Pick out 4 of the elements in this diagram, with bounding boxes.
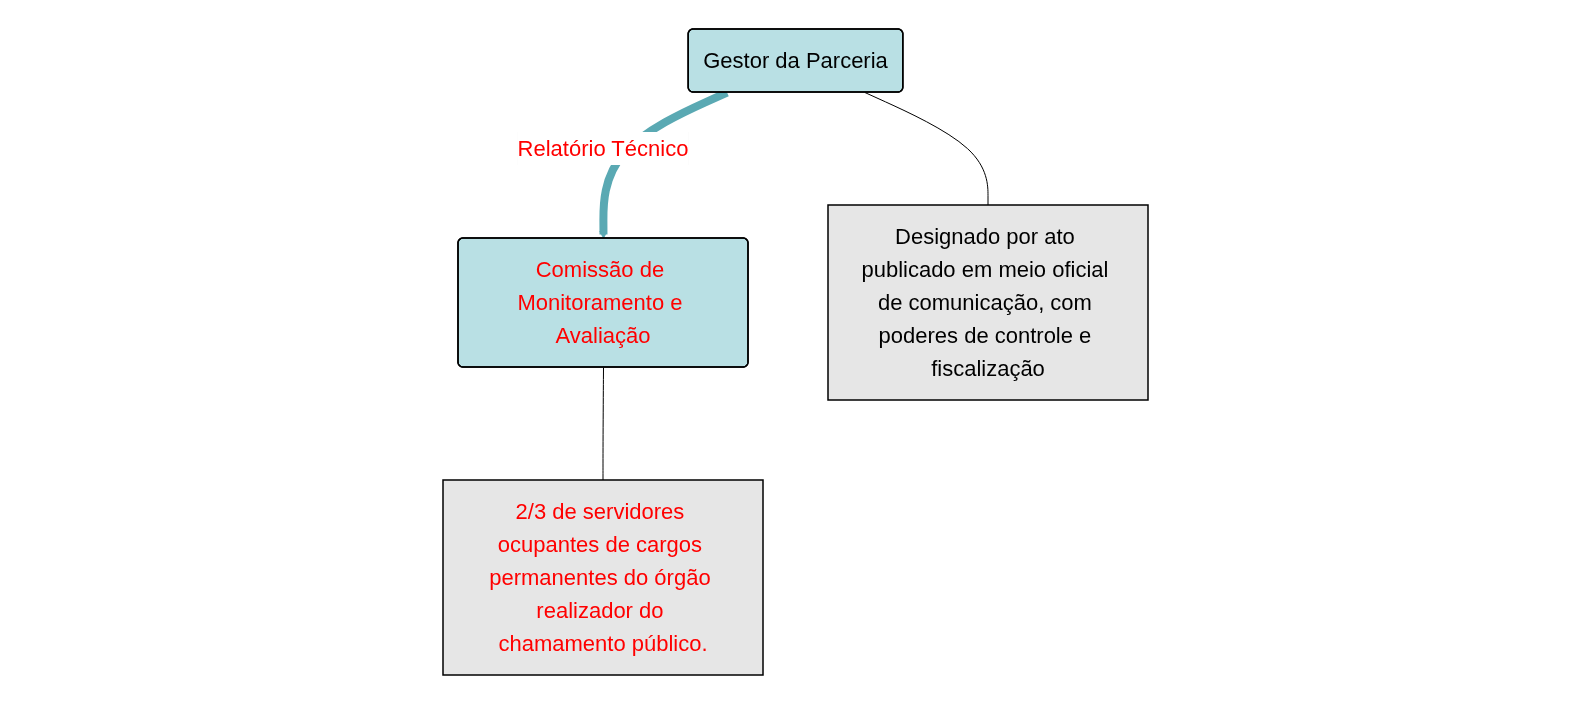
edge-label: Relatório Técnico	[517, 136, 688, 161]
connector	[602, 367, 604, 481]
node-box: 2/3 de servidores ocupantes de cargos permanentes do órgão realizador do chamamento público.	[441, 479, 764, 676]
node-box: Designado por ato publicado em meio oficial de comunicação, com poderes de controle e fiscalização	[826, 204, 1149, 401]
